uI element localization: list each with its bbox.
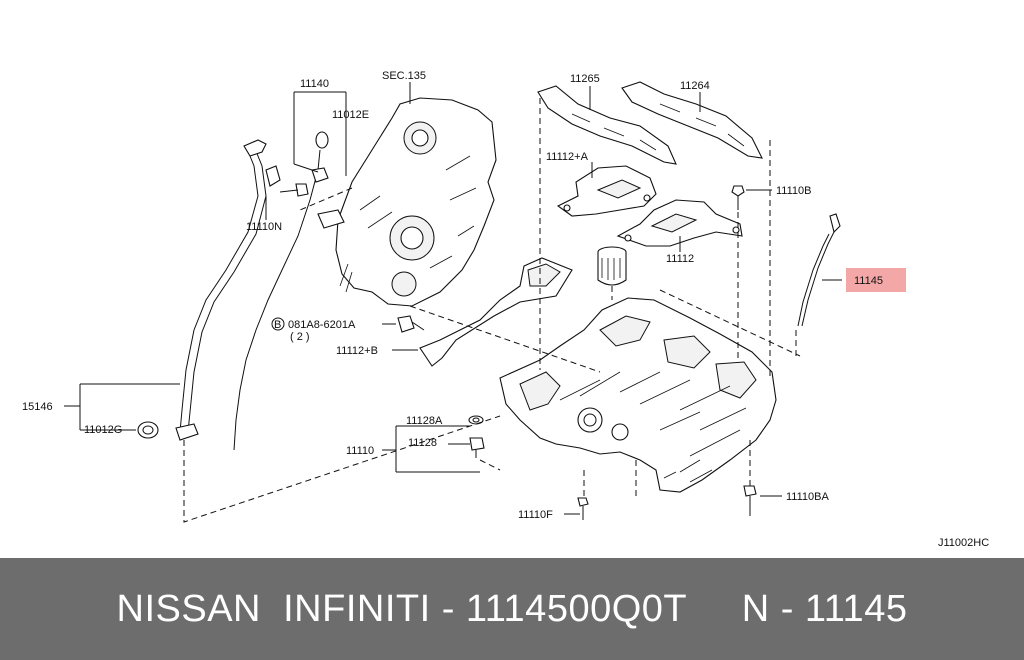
label-11264: 11264 [680, 80, 710, 92]
oil-filter-part [597, 246, 627, 286]
parts-diagram: SEC.135 11265 11264 11112+A 11112 11110B [22, 70, 990, 549]
bolt-11110f [577, 497, 589, 520]
gasket-11264 [621, 81, 763, 159]
label-11128a: 11128A [406, 415, 443, 427]
bolt-11110n [279, 183, 309, 197]
label-11012e: 11012E [332, 109, 369, 121]
front-cover-part [317, 97, 497, 307]
oring-11012g [137, 421, 159, 439]
bolt-081a8 [397, 315, 425, 333]
bracket-11112 [616, 199, 743, 247]
label-11110b: 11110B [776, 185, 811, 197]
label-11140: 11140 [300, 78, 329, 90]
label-11265: 11265 [570, 73, 600, 85]
label-sec135: SEC.135 [382, 70, 426, 82]
label-11012g: 11012G [84, 424, 122, 436]
seal-11012e [311, 167, 329, 183]
label-11112b: 11112+B [336, 345, 378, 357]
gasket-11265 [537, 85, 677, 165]
label-081a8: 081A8-6201A [288, 319, 356, 331]
label-circled-b: B [274, 319, 281, 331]
dipstick-11145 [797, 213, 841, 327]
drain-plug-11128 [469, 437, 485, 458]
bracket-11112a [556, 165, 657, 217]
assembly-dashed-lines [183, 98, 801, 523]
oil-pan-11110 [499, 297, 777, 493]
label-11110ba: 11110BA [786, 491, 829, 503]
part-number-caption: NISSAN INFINITI - 1114500Q0T N - 11145 [116, 587, 908, 630]
gauge-11140 [233, 131, 329, 451]
label-11112a: 11112+A [546, 151, 589, 163]
dipstick-tube-15146 [175, 139, 281, 441]
label-11110f: 11110F [518, 509, 553, 521]
baffle-11112b [419, 257, 573, 367]
bolt-11110b [731, 185, 745, 210]
label-reference-code: J11002HC [938, 537, 989, 549]
label-15146: 15146 [22, 401, 53, 413]
label-11110n: 11110N [246, 221, 282, 233]
footer-banner: NISSAN INFINITI - 1114500Q0T N - 11145 [0, 558, 1024, 660]
bolt-11110ba [743, 485, 757, 516]
label-11110: 11110 [346, 445, 374, 457]
label-081a8-qty: ( 2 ) [290, 331, 310, 343]
highlight-11145 [846, 268, 906, 292]
label-11112: 11112 [666, 253, 694, 265]
label-11145: 11145 [854, 275, 883, 287]
